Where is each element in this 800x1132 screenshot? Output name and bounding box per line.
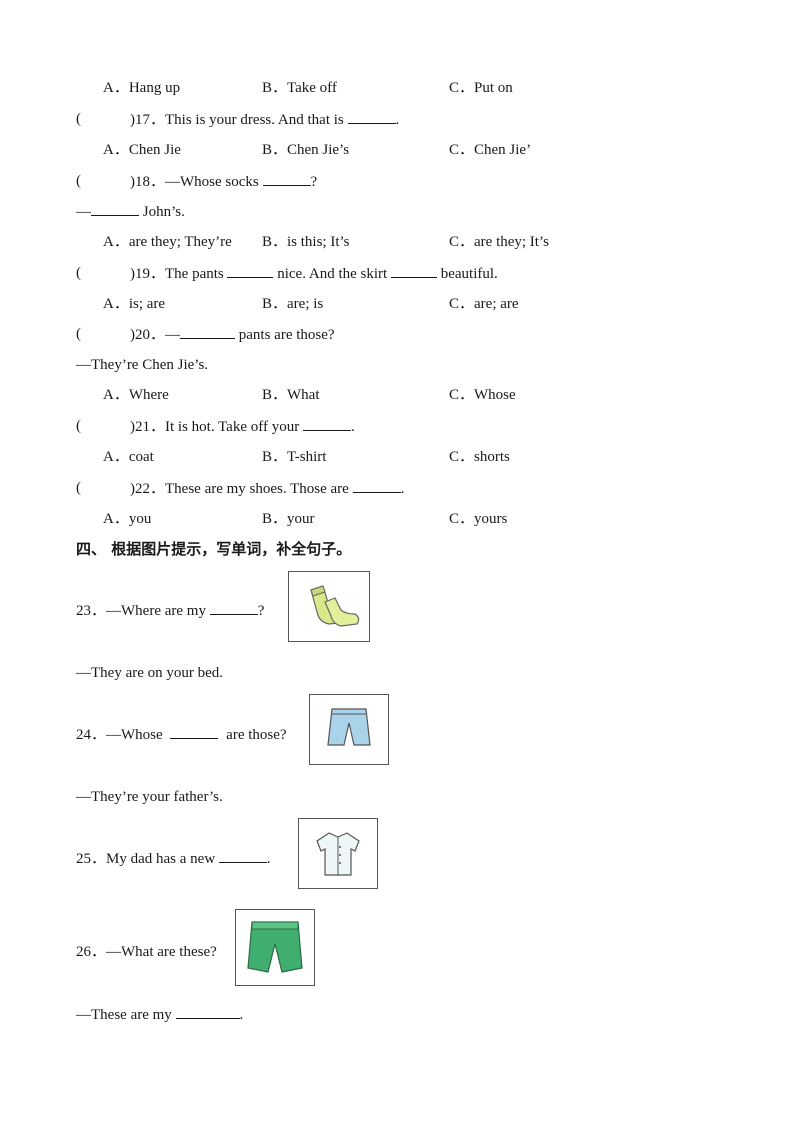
question-text: These are my shoes. Those are	[165, 481, 349, 497]
question-text: The pants	[165, 266, 224, 282]
answer-blank[interactable]	[170, 724, 219, 739]
q18-stem: )18．—Whose socks ?	[130, 171, 317, 192]
question-text-3: beautiful.	[440, 266, 498, 282]
q17-stem: )17．This is your dress. And that is .	[130, 109, 399, 130]
q23-question: 23．—Where are my ?	[76, 600, 264, 621]
answer-blank[interactable]	[352, 478, 401, 493]
green-shorts-icon	[235, 909, 315, 986]
q19-option-c: C．are; are	[449, 296, 519, 312]
q17-option-c: C．Chen Jie’	[449, 142, 532, 158]
q16-option-b: B．Take off	[262, 80, 337, 96]
q20-option-a: A．Where	[103, 387, 169, 403]
question-number: 24．	[76, 727, 107, 743]
q20-paren: (	[76, 326, 81, 342]
q20-option-b: B．What	[262, 387, 320, 403]
q24-question: 24．—Whose are those?	[76, 724, 287, 745]
question-text: pants are those?	[238, 327, 335, 343]
q16-option-a: A．Hang up	[103, 80, 181, 96]
q19-option-b: B．are; is	[262, 296, 324, 312]
q23-answer: —They are on your bed.	[76, 665, 224, 681]
answer-text: —These are my	[76, 1007, 172, 1023]
q17-question: (	[76, 109, 81, 129]
answer-blank-1[interactable]	[227, 263, 274, 278]
question-text: It is hot. Take off your	[165, 419, 300, 435]
answer-blank[interactable]	[218, 848, 267, 863]
question-text: —Whose	[106, 727, 163, 743]
q16-option-c: C．Put on	[449, 80, 513, 96]
q18-option-b: B．is this; It’s	[262, 234, 350, 250]
answer-blank[interactable]	[347, 109, 396, 124]
question-end: .	[395, 112, 400, 128]
q20-option-c: C．Whose	[449, 387, 516, 403]
question-end: .	[400, 481, 405, 497]
question-end: ?	[310, 174, 318, 190]
q18-option-a: A．are they; They’re	[103, 234, 232, 250]
answer-blank-2[interactable]	[390, 263, 437, 278]
q21-option-b: B．T-shirt	[262, 449, 327, 465]
question-number: )17．	[130, 112, 165, 128]
question-number: 25．	[76, 851, 107, 867]
q18-answer: — John’s.	[76, 201, 185, 222]
q19-paren: (	[76, 265, 81, 281]
q22-paren: (	[76, 480, 81, 496]
question-text-2: nice. And the skirt	[277, 266, 388, 282]
question-number: )22．	[130, 481, 165, 497]
q24-answer: —They’re your father’s.	[76, 789, 223, 805]
question-end: .	[350, 419, 355, 435]
question-number: )20．	[130, 327, 165, 343]
shorts-icon	[309, 694, 389, 765]
question-number: )19．	[130, 266, 165, 282]
section-title: 四、 根据图片提示，写单词，补全句子。	[76, 540, 352, 558]
dash: —	[76, 204, 91, 220]
answer-blank[interactable]	[91, 201, 139, 216]
answer-paren-open: (	[76, 111, 81, 127]
q17-option-b: B．Chen Jie’s	[262, 142, 350, 158]
question-text-2: are those?	[226, 727, 287, 743]
q20-stem: )20．— pants are those?	[130, 324, 335, 345]
q21-paren: (	[76, 418, 81, 434]
question-text: —Whose socks	[165, 174, 259, 190]
question-number: 26．	[76, 944, 107, 960]
q21-option-a: A．coat	[103, 449, 154, 465]
q22-stem: )22．These are my shoes. Those are .	[130, 478, 404, 499]
q17-option-a: A．Chen Jie	[103, 142, 181, 158]
dash: —	[165, 327, 180, 343]
question-text: My dad has a new	[106, 851, 216, 867]
question-end: .	[239, 1007, 244, 1023]
question-end: ?	[257, 603, 265, 619]
q25-question: 25．My dad has a new .	[76, 848, 271, 869]
q19-option-a: A．is; are	[103, 296, 166, 312]
question-number: )21．	[130, 419, 165, 435]
q26-question: 26．—What are these?	[76, 942, 217, 962]
question-end: .	[266, 851, 271, 867]
q18-option-c: C．are they; It’s	[449, 234, 549, 250]
answer-blank[interactable]	[209, 600, 258, 615]
q20-answer: —They’re Chen Jie’s.	[76, 357, 209, 373]
socks-icon	[288, 571, 370, 642]
question-text: This is your dress. And that is	[165, 112, 344, 128]
answer-blank[interactable]	[302, 416, 351, 431]
question-number: )18．	[130, 174, 165, 190]
q22-option-a: A．you	[103, 511, 152, 527]
question-text: —What are these?	[106, 944, 217, 960]
answer-blank[interactable]	[262, 171, 311, 186]
q22-option-c: C．yours	[449, 511, 508, 527]
question-number: 23．	[76, 603, 107, 619]
answer-blank[interactable]	[180, 324, 235, 339]
question-text: —Where are my	[106, 603, 206, 619]
q26-answer: —These are my .	[76, 1004, 243, 1025]
q22-option-b: B．your	[262, 511, 315, 527]
q21-option-c: C．shorts	[449, 449, 510, 465]
shirt-icon	[298, 818, 378, 889]
q21-stem: )21．It is hot. Take off your .	[130, 416, 355, 437]
q18-paren: (	[76, 173, 81, 189]
q19-stem: )19．The pants nice. And the skirt beauti…	[130, 263, 498, 284]
answer-text: John’s.	[142, 204, 185, 220]
answer-blank[interactable]	[175, 1004, 240, 1019]
